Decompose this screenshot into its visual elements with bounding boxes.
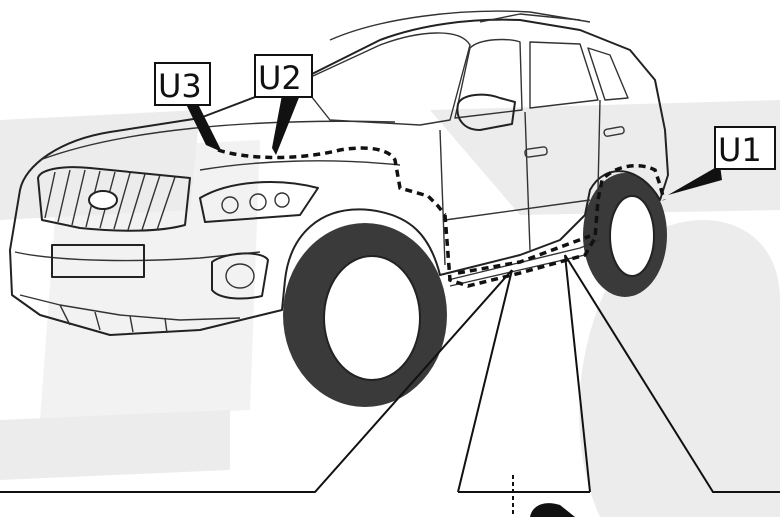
front-rim [324,256,420,380]
rear-quarter-window [588,48,628,100]
brand-emblem [89,191,117,209]
front-side-window [455,40,522,118]
marker-dot [530,503,575,517]
label-u2: U2 [258,59,302,97]
label-u3: U3 [158,67,202,105]
label-u1: U1 [718,131,762,169]
rear-side-window [530,42,598,108]
callout-u2: U2 [255,55,312,155]
rear-rim [610,196,654,276]
